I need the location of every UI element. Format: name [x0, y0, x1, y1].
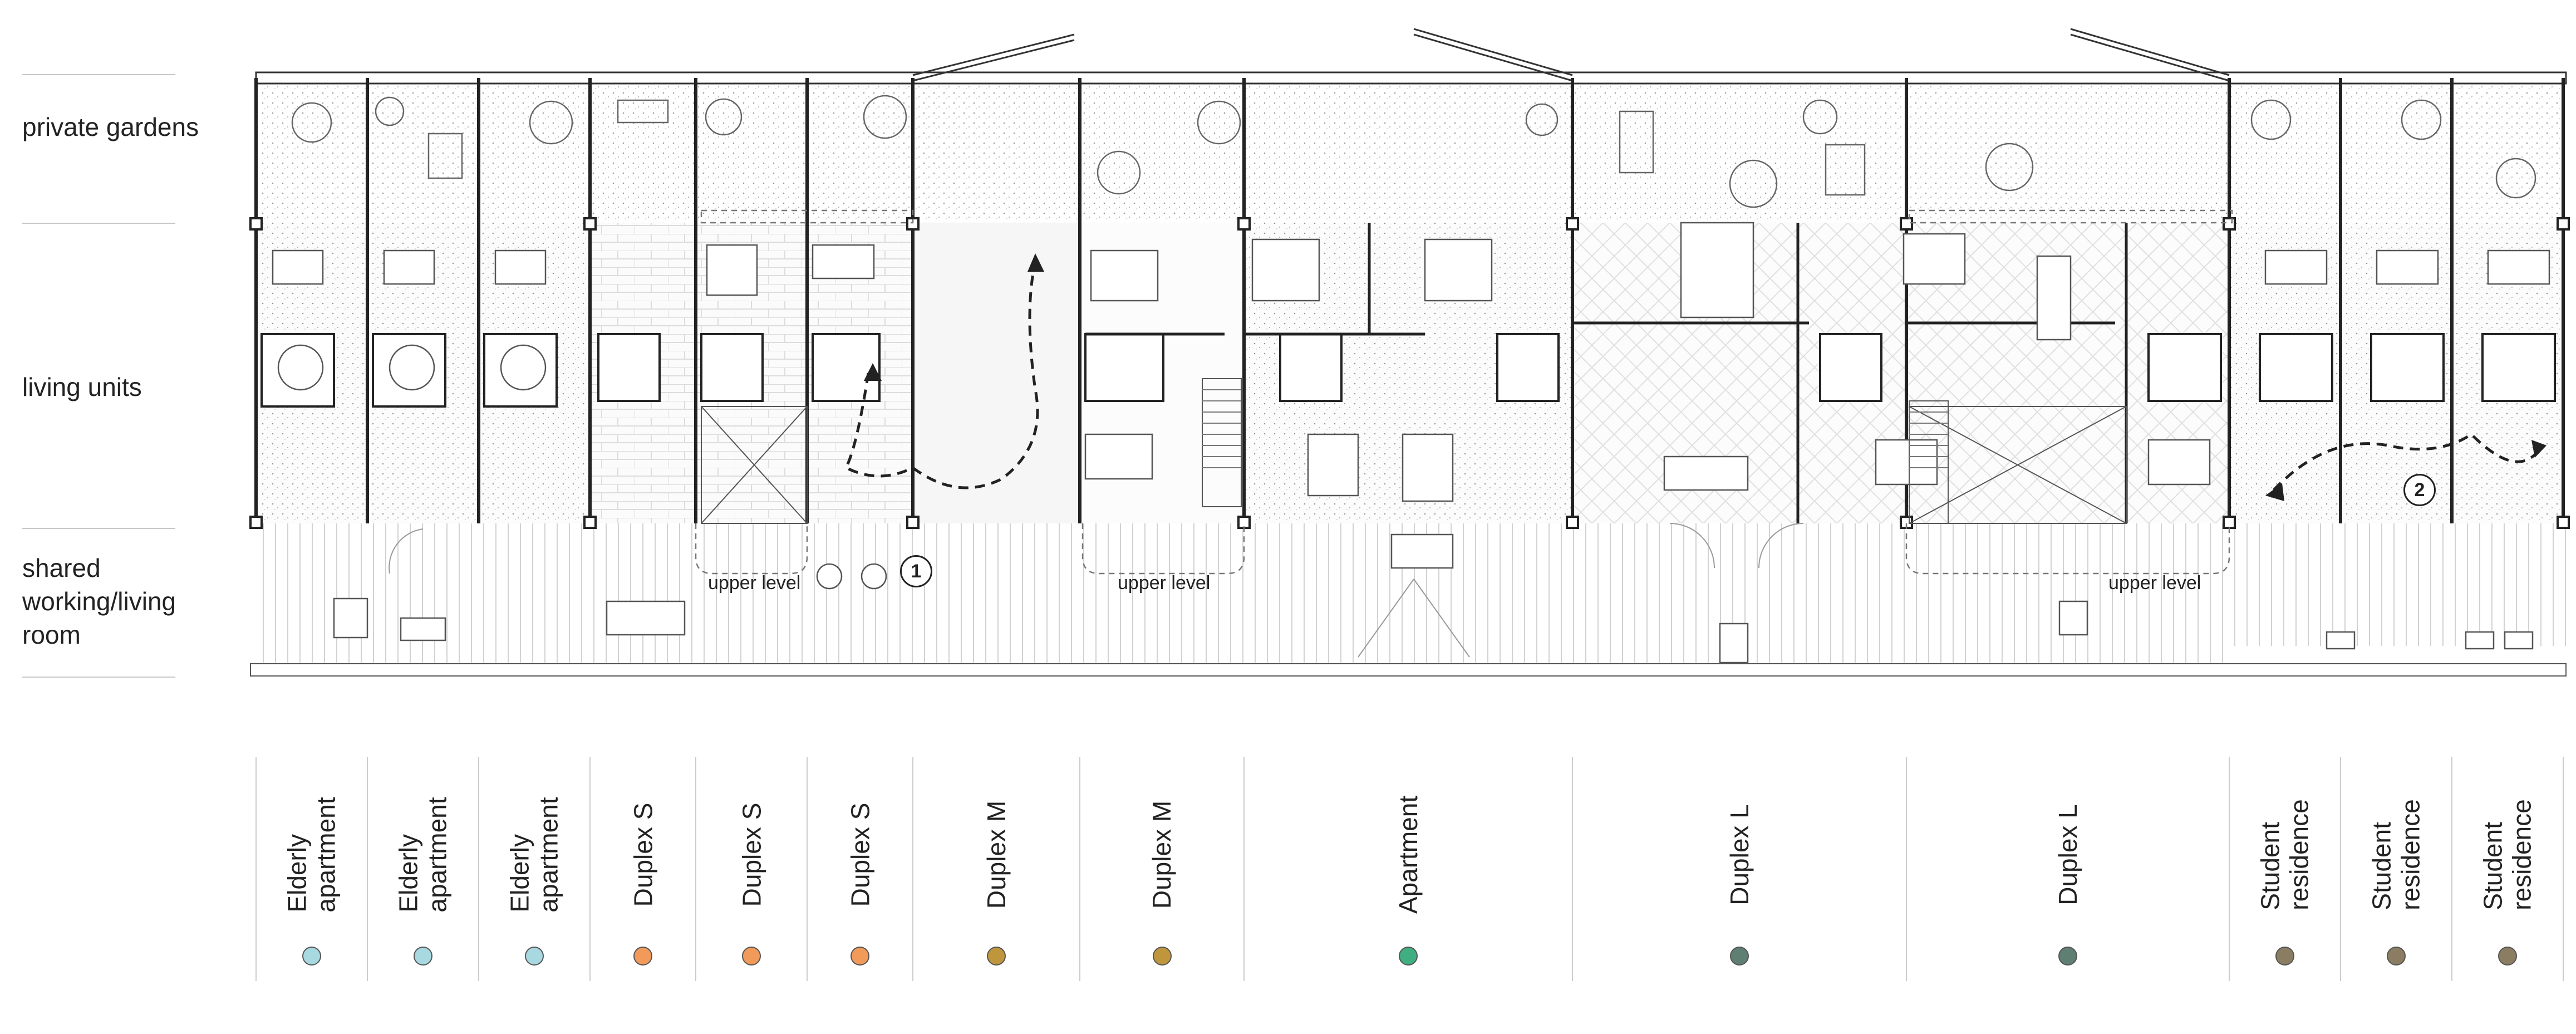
- unit-label-line: residence: [2507, 799, 2536, 910]
- unit-label-line: Elderly: [394, 834, 423, 913]
- upper-level-label: upper level: [708, 572, 801, 594]
- unit-label-text: Duplex L: [2053, 804, 2082, 905]
- zone-label-shared-line: working/living: [22, 587, 176, 616]
- upper-level-label: upper level: [1118, 572, 1211, 594]
- unit-color-dot: [633, 947, 652, 966]
- unit-color-dot: [987, 947, 1006, 966]
- unit-color-dot: [1399, 947, 1418, 966]
- path-marker-1: 1: [900, 555, 932, 587]
- unit-label-text: Apartment: [1394, 796, 1423, 914]
- unit-label-text: Duplex L: [1725, 804, 1754, 905]
- unit-label-text: Duplex S: [845, 803, 874, 907]
- upper-level-label: upper level: [2108, 572, 2201, 594]
- unit-color-dot: [2498, 947, 2517, 966]
- unit-label-line: Student: [2255, 822, 2285, 910]
- unit-color-dot: [414, 947, 432, 966]
- unit-color-dot: [851, 947, 869, 966]
- zone-rule: [22, 528, 175, 529]
- garden-band: [256, 84, 2566, 223]
- unit-label: Duplex L: [1968, 754, 2168, 955]
- unit-label-line: Duplex L: [1725, 804, 1754, 905]
- unit-label-line: Apartment: [1394, 795, 1423, 914]
- unit-color-dot: [525, 947, 544, 966]
- unit-label-line: Student: [2367, 822, 2396, 910]
- unit-label: Apartment: [1308, 754, 1508, 955]
- unit-label-line: Duplex L: [2053, 804, 2082, 905]
- unit-color-dot: [2058, 947, 2077, 966]
- unit-label: Duplex L: [1639, 754, 1840, 955]
- unit-color-dot: [742, 947, 761, 966]
- unit-color-dot: [302, 947, 321, 966]
- unit-label-line: Duplex M: [1147, 800, 1177, 909]
- unit-label-line: Student: [2478, 822, 2508, 910]
- unit-label-text: Duplex M: [1147, 801, 1176, 909]
- unit-color-dot: [1152, 947, 1172, 966]
- zone-rule: [22, 223, 175, 224]
- zone-label-shared-line: room: [22, 620, 81, 649]
- unit-label-line: Duplex S: [845, 802, 874, 907]
- unit-color-dot: [2275, 947, 2294, 966]
- zone-label-shared: shared working/living room: [22, 551, 176, 651]
- zone-rule: [22, 677, 175, 678]
- unit-color-dot: [2387, 947, 2406, 966]
- zone-label-units: living units: [22, 373, 142, 401]
- unit-label-line: Elderly: [283, 834, 312, 913]
- unit-label: Duplex M: [1062, 754, 1262, 955]
- zone-rule: [22, 74, 175, 75]
- unit-color-dot: [1730, 947, 1749, 966]
- unit-label-line: Elderly: [505, 834, 534, 913]
- path-marker-2: 2: [2403, 474, 2436, 506]
- unit-label-line: Duplex M: [981, 800, 1011, 909]
- zone-label-shared-line: shared: [22, 553, 101, 582]
- zone-label-gardens: private gardens: [22, 112, 199, 141]
- unit-label-text: Duplex M: [982, 801, 1011, 909]
